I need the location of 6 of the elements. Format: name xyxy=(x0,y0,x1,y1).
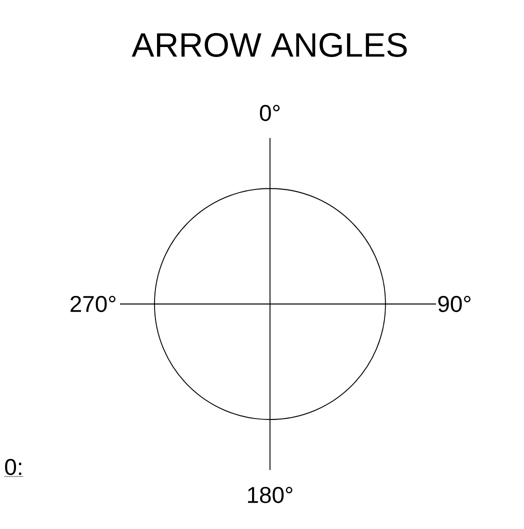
angle-label: 90° xyxy=(438,296,470,312)
title: ARROW ANGLES xyxy=(132,33,407,57)
angle-label: 0: xyxy=(4,458,24,477)
angle-label: 0° xyxy=(260,104,280,122)
angle-label: 270° xyxy=(70,296,116,312)
angle-label: 180° xyxy=(248,486,292,504)
